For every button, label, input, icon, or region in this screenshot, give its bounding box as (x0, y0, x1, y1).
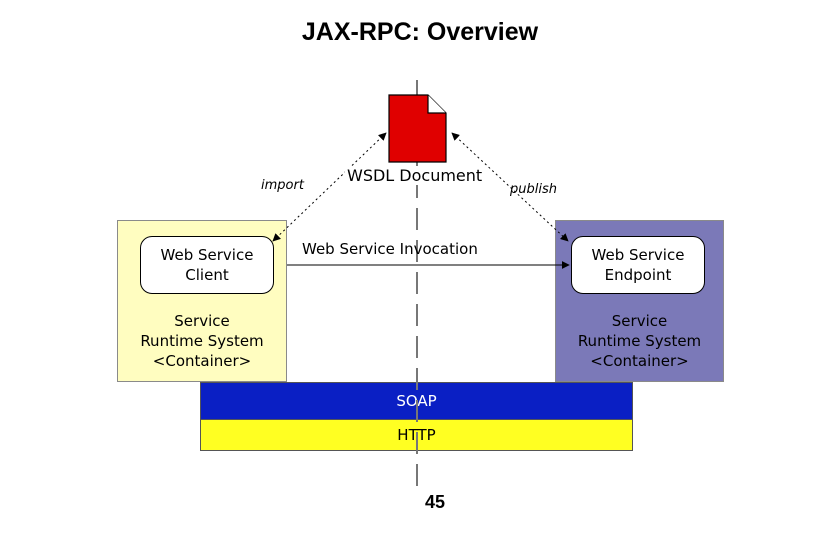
endpoint-runtime-line3: <Container> (590, 352, 689, 370)
client-runtime-panel: Web Service Client Service Runtime Syste… (117, 220, 287, 382)
endpoint-box-line1: Web Service (591, 246, 685, 264)
endpoint-box-line2: Endpoint (604, 266, 672, 284)
endpoint-runtime-line2: Runtime System (577, 332, 702, 350)
document-icon (388, 94, 447, 163)
slide-number: 45 (424, 492, 446, 512)
endpoint-runtime-panel: Web Service Endpoint Service Runtime Sys… (555, 220, 724, 382)
invocation-label: Web Service Invocation (302, 240, 478, 258)
client-runtime-line2: Runtime System (140, 332, 264, 350)
web-service-client-box: Web Service Client (140, 236, 274, 294)
web-service-endpoint-box: Web Service Endpoint (571, 236, 705, 294)
slide-title: JAX-RPC: Overview (301, 18, 539, 46)
client-box-line2: Client (185, 266, 229, 284)
client-runtime-label: Service Runtime System <Container> (118, 311, 286, 371)
import-arrow (272, 132, 387, 242)
client-runtime-line3: <Container> (152, 352, 252, 370)
wsdl-document-label: WSDL Document (345, 166, 485, 185)
endpoint-runtime-line1: Service (611, 312, 668, 330)
publish-arrow (451, 132, 569, 242)
document-icon-fold (427, 95, 446, 114)
client-box-line1: Web Service (160, 246, 254, 264)
import-label: import (261, 178, 304, 193)
client-runtime-line1: Service (174, 312, 230, 330)
endpoint-runtime-label: Service Runtime System <Container> (556, 311, 723, 371)
publish-label: publish (510, 182, 557, 197)
